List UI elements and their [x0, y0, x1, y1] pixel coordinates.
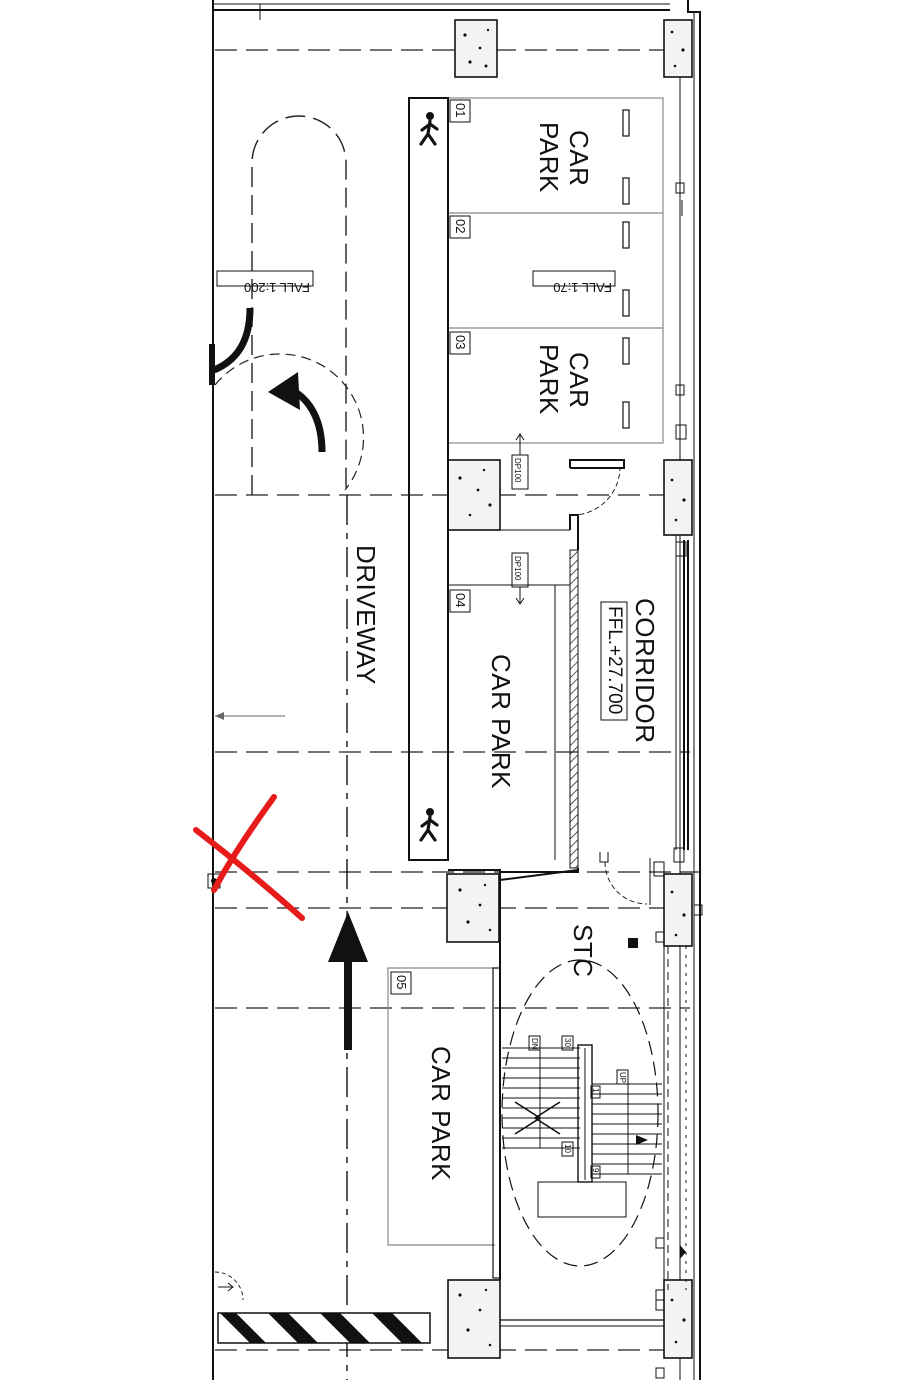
- bay-05-number: 05: [394, 975, 409, 989]
- fall-bays-label: FALL 1:70: [553, 280, 612, 295]
- corridor-walls: [500, 459, 651, 905]
- bay-04-number: 04: [453, 593, 468, 607]
- fall-driveway-label: FALL 1:200: [244, 280, 310, 295]
- car-park-labels: CAR PARK CAR PARK CAR PARK CAR PARK: [426, 122, 594, 1181]
- bay-03-number: 03: [453, 335, 468, 349]
- driveway-label: DRIVEWAY: [351, 545, 381, 685]
- downpipe-label: DP100: [513, 458, 522, 483]
- bay-03-label-park: PARK: [534, 344, 564, 415]
- pedestrian-icon: [419, 110, 439, 146]
- stair-number: 9: [591, 1168, 600, 1173]
- stair-core: STC DN 30 UP: [501, 924, 662, 1267]
- downpipe-label: DP100: [513, 556, 522, 581]
- bay-05-label: CAR PARK: [426, 1046, 456, 1181]
- pedestrian-walkway: [408, 97, 449, 861]
- direction-arrow-icon: [328, 912, 368, 1050]
- stair-number: 10: [563, 1144, 572, 1153]
- bay-01-label-park: PARK: [534, 122, 564, 193]
- stair-number: 1: [591, 1088, 600, 1093]
- stair-number: 30: [563, 1038, 572, 1047]
- stair-up-label: UP: [618, 1072, 627, 1083]
- bay-01-label-car: CAR: [564, 130, 594, 186]
- wall-fixtures: [500, 182, 703, 1379]
- bay-tags: 01 02 03 04 05: [390, 99, 471, 995]
- turn-arrow-icon: [209, 307, 254, 385]
- boundary: [212, 0, 701, 1380]
- stair-label: STC: [568, 924, 598, 978]
- bay-02-number: 02: [453, 219, 468, 233]
- red-cross-markup-icon: [193, 794, 305, 921]
- stair-down-label: DN: [530, 1038, 539, 1050]
- driveway: DRIVEWAY: [214, 115, 381, 720]
- ffl-label: FFL.+27.700: [604, 606, 625, 714]
- hazard-stripe-barrier: [217, 1312, 431, 1344]
- door-swing: [214, 1271, 244, 1301]
- bay-04-label: CAR PARK: [486, 654, 516, 789]
- fall-tags: FALL 1:70 FALL 1:200: [216, 270, 616, 295]
- bay-01-number: 01: [453, 103, 468, 117]
- downpipes: DP100 DP100: [448, 433, 570, 605]
- bay-03-label-car: CAR: [564, 352, 594, 408]
- structural-columns: [446, 19, 693, 1359]
- turn-arrow-icon: [268, 372, 326, 453]
- corridor-label: CORRIDOR: [630, 598, 660, 744]
- bay-05-area: [387, 967, 501, 1279]
- pedestrian-icon: [419, 806, 439, 842]
